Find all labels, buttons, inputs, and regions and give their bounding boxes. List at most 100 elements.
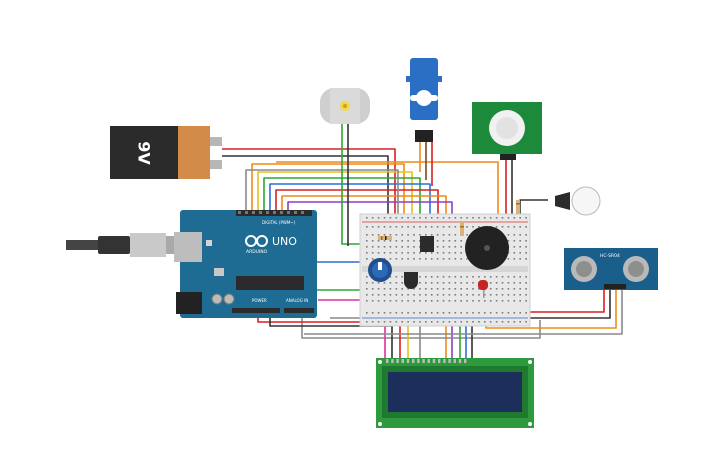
breadboard-hole bbox=[419, 312, 421, 314]
breadboard-hole bbox=[507, 288, 510, 290]
breadboard-hole bbox=[472, 282, 474, 284]
breadboard-hole bbox=[425, 300, 427, 302]
breadboard-hole bbox=[519, 294, 521, 296]
breadboard-hole bbox=[377, 234, 380, 236]
breadboard-hole bbox=[407, 258, 409, 260]
breadboard-hole bbox=[495, 288, 498, 290]
led-icon[interactable] bbox=[478, 280, 488, 298]
wire-gray-1[interactable] bbox=[245, 169, 399, 218]
buzzer-icon[interactable] bbox=[465, 226, 509, 270]
breadboard-hole bbox=[383, 282, 386, 284]
breadboard-hole bbox=[454, 258, 457, 260]
breadboard-hole bbox=[436, 258, 439, 260]
breadboard-hole bbox=[442, 321, 445, 323]
wire-gray-lower[interactable] bbox=[301, 312, 541, 339]
servo-icon[interactable] bbox=[406, 58, 442, 142]
wire-us-red[interactable] bbox=[520, 288, 605, 313]
breadboard-hole bbox=[366, 258, 368, 260]
wire-battery-black[interactable] bbox=[222, 155, 389, 222]
breadboard-hole bbox=[478, 276, 480, 278]
wire-yellow-1[interactable] bbox=[257, 171, 413, 236]
breadboard-hole bbox=[383, 258, 386, 260]
breadboard-hole bbox=[395, 226, 398, 228]
transistor-icon[interactable] bbox=[420, 236, 434, 252]
breadboard-hole bbox=[383, 288, 386, 290]
resistor-pir-icon[interactable] bbox=[516, 200, 520, 214]
breadboard-hole bbox=[442, 234, 445, 236]
lcd-pin bbox=[438, 359, 441, 363]
wire-us-black[interactable] bbox=[520, 288, 611, 319]
breadboard-hole bbox=[366, 226, 368, 228]
breadboard-hole bbox=[401, 321, 403, 323]
breadboard-hole bbox=[519, 240, 521, 242]
breadboard-hole bbox=[425, 288, 427, 290]
resistor-icon[interactable] bbox=[378, 236, 392, 240]
breadboard-hole bbox=[371, 300, 374, 302]
power-label: POWER bbox=[252, 298, 267, 303]
breadboard-hole bbox=[448, 234, 451, 236]
breadboard-hole bbox=[519, 258, 521, 260]
analog-label: ANALOG IN bbox=[286, 298, 308, 303]
wire-orange-1[interactable] bbox=[251, 163, 405, 222]
breadboard-hole bbox=[389, 234, 392, 236]
wire-us-gray[interactable] bbox=[304, 288, 623, 335]
temperature-sensor-icon[interactable] bbox=[404, 272, 418, 289]
pir-sensor-icon[interactable] bbox=[472, 102, 542, 160]
breadboard-hole bbox=[507, 240, 510, 242]
lcd-pin bbox=[453, 359, 456, 363]
wire-battery-red[interactable] bbox=[222, 148, 396, 222]
lcd-pin bbox=[412, 359, 415, 363]
breadboard-hole bbox=[519, 312, 521, 314]
breadboard-hole bbox=[460, 240, 462, 242]
wire-orange-3[interactable] bbox=[276, 161, 499, 218]
breadboard-hole bbox=[395, 252, 398, 254]
breadboard-hole bbox=[525, 240, 527, 242]
breadboard-hole bbox=[501, 300, 504, 302]
breadboard-hole bbox=[454, 234, 457, 236]
breadboard-hole bbox=[442, 226, 445, 228]
breadboard-hole bbox=[366, 312, 368, 314]
resistor-led-icon[interactable] bbox=[460, 222, 464, 236]
breadboard-hole bbox=[377, 226, 380, 228]
lightbulb-icon[interactable] bbox=[555, 186, 601, 216]
dc-motor-icon[interactable] bbox=[320, 88, 370, 124]
breadboard-hole bbox=[513, 276, 516, 278]
lcd-pin bbox=[396, 359, 399, 363]
breadboard-hole bbox=[513, 234, 516, 236]
usb-cable-icon[interactable] bbox=[66, 233, 182, 257]
breadboard-hole bbox=[389, 226, 392, 228]
breadboard-hole bbox=[448, 276, 451, 278]
breadboard-hole bbox=[442, 217, 445, 219]
breadboard-hole bbox=[395, 282, 398, 284]
lcd-pin bbox=[458, 359, 462, 363]
breadboard-hole bbox=[460, 300, 462, 302]
potentiometer-icon[interactable] bbox=[368, 258, 392, 282]
breadboard-hole bbox=[436, 312, 439, 314]
breadboard-hole bbox=[383, 321, 386, 323]
lcd-display[interactable] bbox=[376, 358, 534, 428]
breadboard-hole bbox=[460, 294, 462, 296]
breadboard-hole bbox=[436, 226, 439, 228]
breadboard-hole bbox=[507, 234, 510, 236]
breadboard-hole bbox=[383, 252, 386, 254]
arduino-uno-board[interactable]: DIGITAL (PWM~) UNO ARDUINO POWER ANALOG … bbox=[174, 210, 317, 318]
breadboard-hole bbox=[454, 300, 457, 302]
breadboard-hole bbox=[501, 312, 504, 314]
wire-red-2[interactable] bbox=[275, 189, 439, 236]
atmega-chip bbox=[236, 276, 304, 290]
breadboard-hole bbox=[401, 312, 403, 314]
breadboard-hole bbox=[366, 288, 368, 290]
breadboard-hole bbox=[395, 294, 398, 296]
breadboard-hole bbox=[389, 288, 392, 290]
ultrasonic-sensor[interactable]: HC-SR04 bbox=[564, 248, 658, 290]
breadboard-hole bbox=[430, 234, 433, 236]
breadboard-hole bbox=[513, 226, 516, 228]
battery-label: 9V bbox=[135, 141, 154, 165]
wire-black-lower[interactable] bbox=[269, 314, 393, 360]
breadboard-hole bbox=[436, 246, 439, 248]
breadboard-hole bbox=[383, 240, 386, 242]
ultrasonic-model: HC-SR04 bbox=[600, 253, 620, 259]
battery-9v[interactable]: 9V bbox=[110, 126, 222, 179]
breadboard-hole bbox=[401, 234, 403, 236]
